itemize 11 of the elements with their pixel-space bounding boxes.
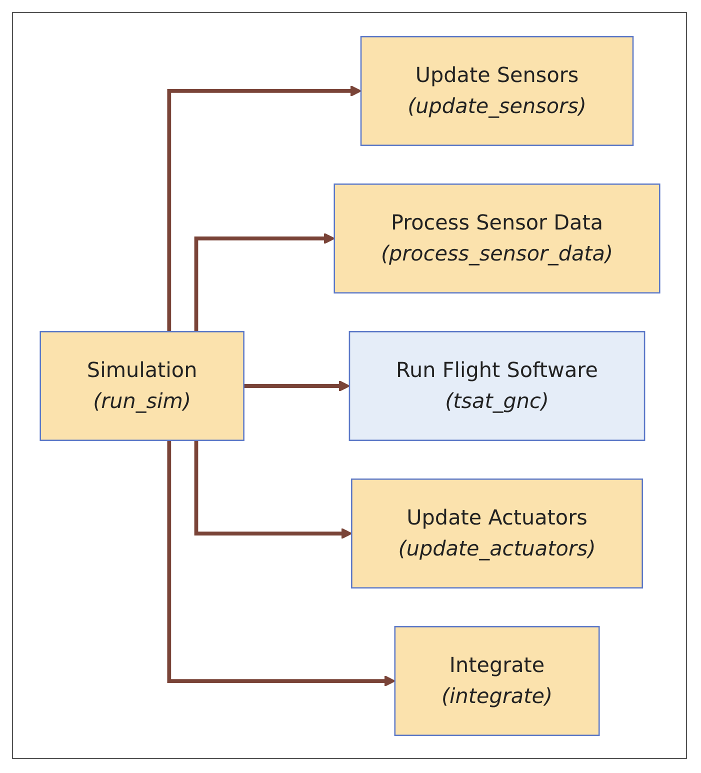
node-box	[394, 626, 600, 736]
node-box	[348, 330, 645, 440]
node-box	[39, 330, 244, 440]
diagram-frame: Simulation (run_sim) Update Sensors (update_sensors) Process Sensor Data (process_sensor_data) Run Flight Software (tsat_gnc) Update Actuators (update_actuators) Integrate (integrate)	[12, 12, 687, 759]
arrow	[194, 440, 352, 539]
arrow	[166, 440, 395, 686]
node-box	[333, 183, 660, 293]
node-box	[360, 36, 634, 146]
arrow	[166, 84, 362, 332]
node-box	[350, 478, 642, 588]
arrow	[194, 232, 334, 332]
